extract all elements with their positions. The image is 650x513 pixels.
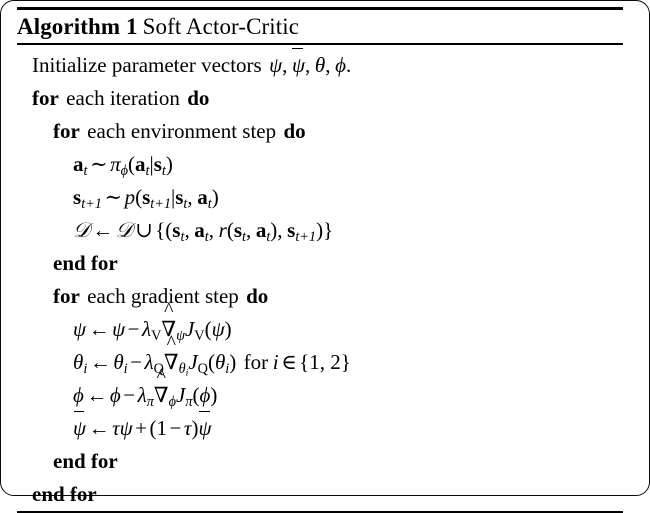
algorithm-line-update-psi: ψ←ψ−λV∇ψJV(ψ) [17, 301, 623, 346]
algorithm-line-end-for-env: end for [17, 247, 623, 280]
algorithm-line-update-target: ψ←τψ+(1−τ)ψ [17, 410, 623, 445]
equation-sample-action: at∼πϕ(at|st) [73, 152, 173, 179]
symbol-psi-bar: ψ [292, 47, 305, 82]
keyword-do: do [283, 119, 306, 143]
keyword-end-for: end for [53, 251, 118, 275]
symbol-theta: θ [314, 53, 326, 77]
algorithm-line-sample-action: at∼πϕ(at|st) [17, 148, 623, 181]
symbol-psi: ψ [269, 53, 283, 77]
keyword-for: for [53, 284, 80, 308]
keyword-for: for [32, 86, 59, 110]
algorithm-number: Algorithm 1 [17, 14, 138, 39]
rule-top [17, 7, 623, 10]
equation-update-psi: ψ←ψ−λV∇ψJV(ψ) [73, 301, 232, 343]
loop-condition-env-step: each environment step [87, 119, 277, 143]
keyword-do: do [246, 284, 269, 308]
equation-update-target: ψ←τψ+(1−τ)ψ [73, 410, 211, 440]
for-inline-label: for [243, 350, 269, 374]
initialize-label: Initialize parameter vectors [32, 53, 262, 77]
algorithm-line-update-phi: ϕ←ϕ−λπ∇ϕJπ(ϕ) [17, 367, 623, 412]
algorithm-line-end-for-iteration: end for [17, 478, 623, 511]
equation-replay-buffer: 𝒟←𝒟∪{(st,at,r(st,at),st+1)} [73, 218, 334, 245]
equation-update-theta: θi←θi−λQ∇θiJQ(θi) [73, 334, 236, 378]
keyword-do: do [187, 86, 210, 110]
equation-update-phi: ϕ←ϕ−λπ∇ϕJπ(ϕ) [73, 367, 217, 409]
keyword-end-for: end for [32, 482, 97, 506]
symbol-phi: ϕ [335, 53, 346, 77]
algorithm-line-sample-state: st+1∼p(st+1|st,at) [17, 181, 623, 214]
equation-sample-state: st+1∼p(st+1|st,at) [73, 185, 219, 212]
loop-condition-iteration: each iteration [66, 86, 180, 110]
algorithm-line-end-for-gradient: end for [17, 445, 623, 478]
keyword-for: for [53, 119, 80, 143]
algorithm-name: Soft Actor-Critic [142, 14, 300, 39]
index-set: {1, 2} [299, 350, 351, 374]
rule-title-separator [17, 43, 623, 45]
algorithm-line-replay-buffer: 𝒟←𝒟∪{(st,at,r(st,at),st+1)} [17, 214, 623, 247]
algorithm-line-for-iteration: for each iteration do [17, 82, 623, 115]
keyword-end-for: end for [53, 449, 118, 473]
